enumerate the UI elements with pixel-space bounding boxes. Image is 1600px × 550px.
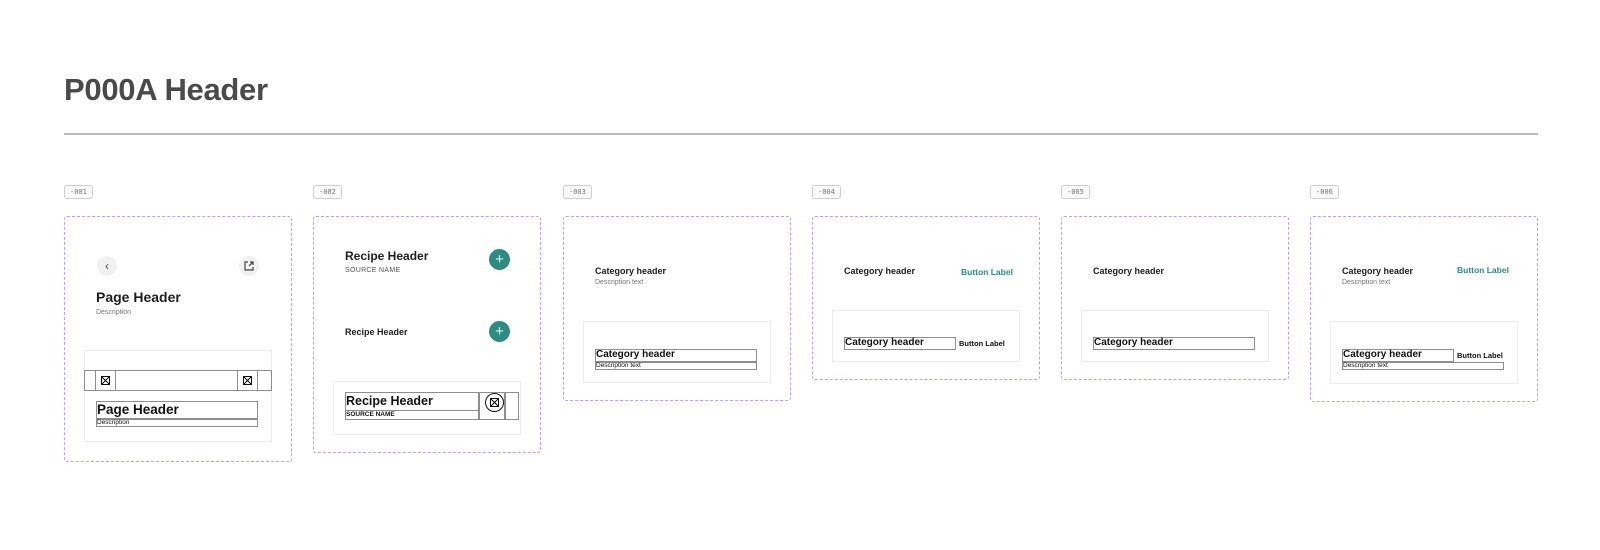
- spec-box-003: Category header Description text: [583, 321, 771, 383]
- variant-tag-005: -005: [1061, 185, 1090, 199]
- variant-panel-006: Category header Description text Button …: [1310, 216, 1538, 402]
- spec-description: Description text: [596, 362, 641, 369]
- category-description: Description text: [1342, 279, 1391, 286]
- title-divider: [64, 133, 1538, 135]
- variant-panel-003: Category header Description text Categor…: [563, 216, 791, 401]
- spec-title: Category header: [845, 337, 924, 348]
- spec-title: Category header: [1343, 349, 1422, 360]
- variant-panel-004: Category header Button Label Category he…: [812, 216, 1040, 380]
- variant-panel-005: Category header Category header: [1061, 216, 1289, 380]
- spec-box-005: Category header: [1081, 310, 1269, 362]
- spec-toolbar: [84, 370, 272, 391]
- spec-description: Description: [97, 419, 130, 426]
- variant-tag-006: -006: [1310, 185, 1339, 199]
- placeholder-icon: [101, 376, 110, 385]
- variant-tag-004: -004: [812, 185, 841, 199]
- variant-panel-002: Recipe Header SOURCE NAME + Recipe Heade…: [313, 216, 541, 453]
- category-header-title: Category header: [595, 266, 667, 276]
- category-description: Description text: [595, 279, 644, 286]
- category-header-title: Category header: [1342, 266, 1414, 276]
- spec-box-006: Category header Button Label Description…: [1330, 321, 1518, 384]
- variant-tag-001: -001: [64, 185, 93, 199]
- variant-tag-003: -003: [563, 185, 592, 199]
- recipe-header-title: Recipe Header: [345, 249, 429, 263]
- back-arrow-icon[interactable]: ‹: [97, 256, 117, 276]
- spec-button-label: Button Label: [959, 339, 1005, 348]
- header-action-button[interactable]: Button Label: [961, 267, 1013, 277]
- external-link-icon[interactable]: [239, 256, 259, 276]
- spec-button-label: Button Label: [1457, 351, 1503, 360]
- page-header-title: Page Header: [96, 289, 181, 305]
- recipe-header-compact-title: Recipe Header: [345, 327, 408, 337]
- add-button-compact[interactable]: +: [489, 321, 510, 342]
- variant-panel-001: ‹ Page Header Description Page Header De…: [64, 216, 292, 462]
- placeholder-icon: [243, 376, 252, 385]
- category-header-title: Category header: [844, 266, 916, 276]
- category-header-title: Category header: [1093, 266, 1165, 276]
- variant-tag-002: -002: [313, 185, 342, 199]
- add-button[interactable]: +: [489, 249, 510, 270]
- spec-title: Page Header: [97, 402, 179, 417]
- placeholder-icon: [490, 398, 499, 407]
- spec-box-004: Category header Button Label: [832, 310, 1020, 362]
- recipe-source-name: SOURCE NAME: [345, 267, 401, 274]
- spec-box-002: Recipe Header SOURCE NAME: [333, 381, 521, 435]
- spec-box-001: Page Header Description: [84, 350, 272, 442]
- spec-description: Description text: [1343, 362, 1388, 369]
- spec-source: SOURCE NAME: [346, 411, 395, 418]
- spec-title: Category header: [1094, 337, 1173, 348]
- header-action-button[interactable]: Button Label: [1457, 265, 1509, 275]
- page-title: P000A Header: [64, 72, 268, 107]
- page-header-description: Description: [96, 309, 132, 316]
- spec-title: Category header: [596, 349, 675, 360]
- spec-title: Recipe Header: [346, 394, 433, 408]
